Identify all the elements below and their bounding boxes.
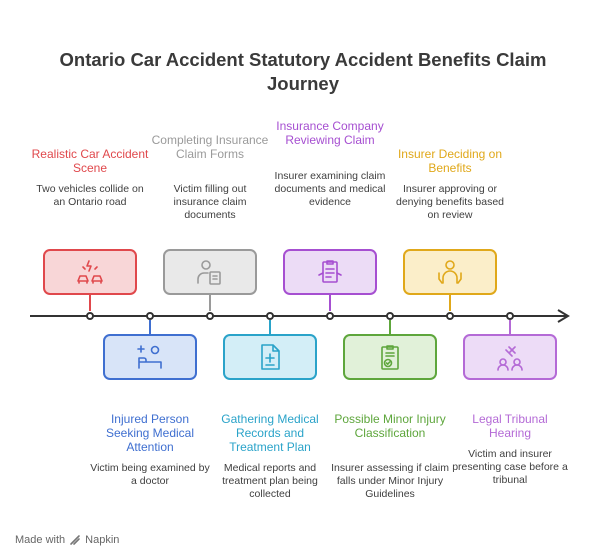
step-8-marker <box>506 312 514 320</box>
step-4-stem <box>269 320 271 334</box>
brand-label: Napkin <box>85 534 120 546</box>
step-4-marker <box>266 312 274 320</box>
step-7-box <box>403 249 497 295</box>
step-7-stem <box>449 295 451 311</box>
step-2-stem <box>149 320 151 334</box>
step-1-stem <box>89 295 91 311</box>
step-4-desc: Medical reports and treatment plan being… <box>222 462 318 500</box>
step-7-title: Insurer Deciding on Benefits <box>397 147 503 175</box>
step-5-title: Insurance Company Reviewing Claim <box>276 119 384 147</box>
made-with-label: Made with <box>15 534 66 546</box>
car-crash-icon <box>77 260 103 284</box>
review-clipboard-icon <box>318 260 342 283</box>
step-7-desc: Insurer approving or denying benefits ba… <box>396 183 504 221</box>
step-6-stem <box>389 320 391 334</box>
checklist-icon <box>381 345 399 370</box>
footer-attribution: Made with Napkin <box>15 534 119 546</box>
person-with-form-icon <box>197 260 221 285</box>
decision-person-icon <box>438 260 462 284</box>
diagram-title: Ontario Car Accident Statutory Accident … <box>59 49 547 94</box>
step-6-marker <box>386 312 394 320</box>
step-2-marker <box>146 312 154 320</box>
timeline-arrow-head <box>557 309 570 323</box>
step-1-box <box>43 249 137 295</box>
step-5-stem <box>329 295 331 311</box>
step-3-desc: Victim filling out insurance claim docum… <box>173 183 247 221</box>
step-8-desc: Victim and insurer presenting case befor… <box>452 448 568 486</box>
step-8-box <box>463 334 557 380</box>
napkin-logo-icon <box>70 535 80 545</box>
step-3-marker <box>206 312 214 320</box>
step-3-title: Completing Insurance Claim Forms <box>151 133 269 161</box>
step-1-desc: Two vehicles collide on an Ontario road <box>36 183 144 208</box>
step-4-box <box>223 334 317 380</box>
step-2-title: Injured Person Seeking Medical Attention <box>105 412 195 454</box>
step-5-desc: Insurer examining claim documents and me… <box>274 170 386 208</box>
step-1-title: Realistic Car Accident Scene <box>31 147 149 175</box>
step-2-desc: Victim being examined by a doctor <box>90 462 210 487</box>
step-2-box <box>103 334 197 380</box>
medical-document-icon <box>261 344 280 370</box>
step-6-box <box>343 334 437 380</box>
step-3-box <box>163 249 257 295</box>
step-7-marker <box>446 312 454 320</box>
step-3-stem <box>209 295 211 311</box>
step-4-title: Gathering Medical Records and Treatment … <box>221 412 319 454</box>
step-8-stem <box>509 320 511 334</box>
step-5-marker <box>326 312 334 320</box>
step-5-box <box>283 249 377 295</box>
step-6-desc: Insurer assessing if claim falls under M… <box>331 462 449 500</box>
step-8-title: Legal Tribunal Hearing <box>472 412 548 440</box>
tribunal-gavel-icon <box>497 346 523 371</box>
hospital-bed-icon <box>137 345 162 369</box>
step-6-title: Possible Minor Injury Classification <box>334 412 446 440</box>
step-1-marker <box>86 312 94 320</box>
